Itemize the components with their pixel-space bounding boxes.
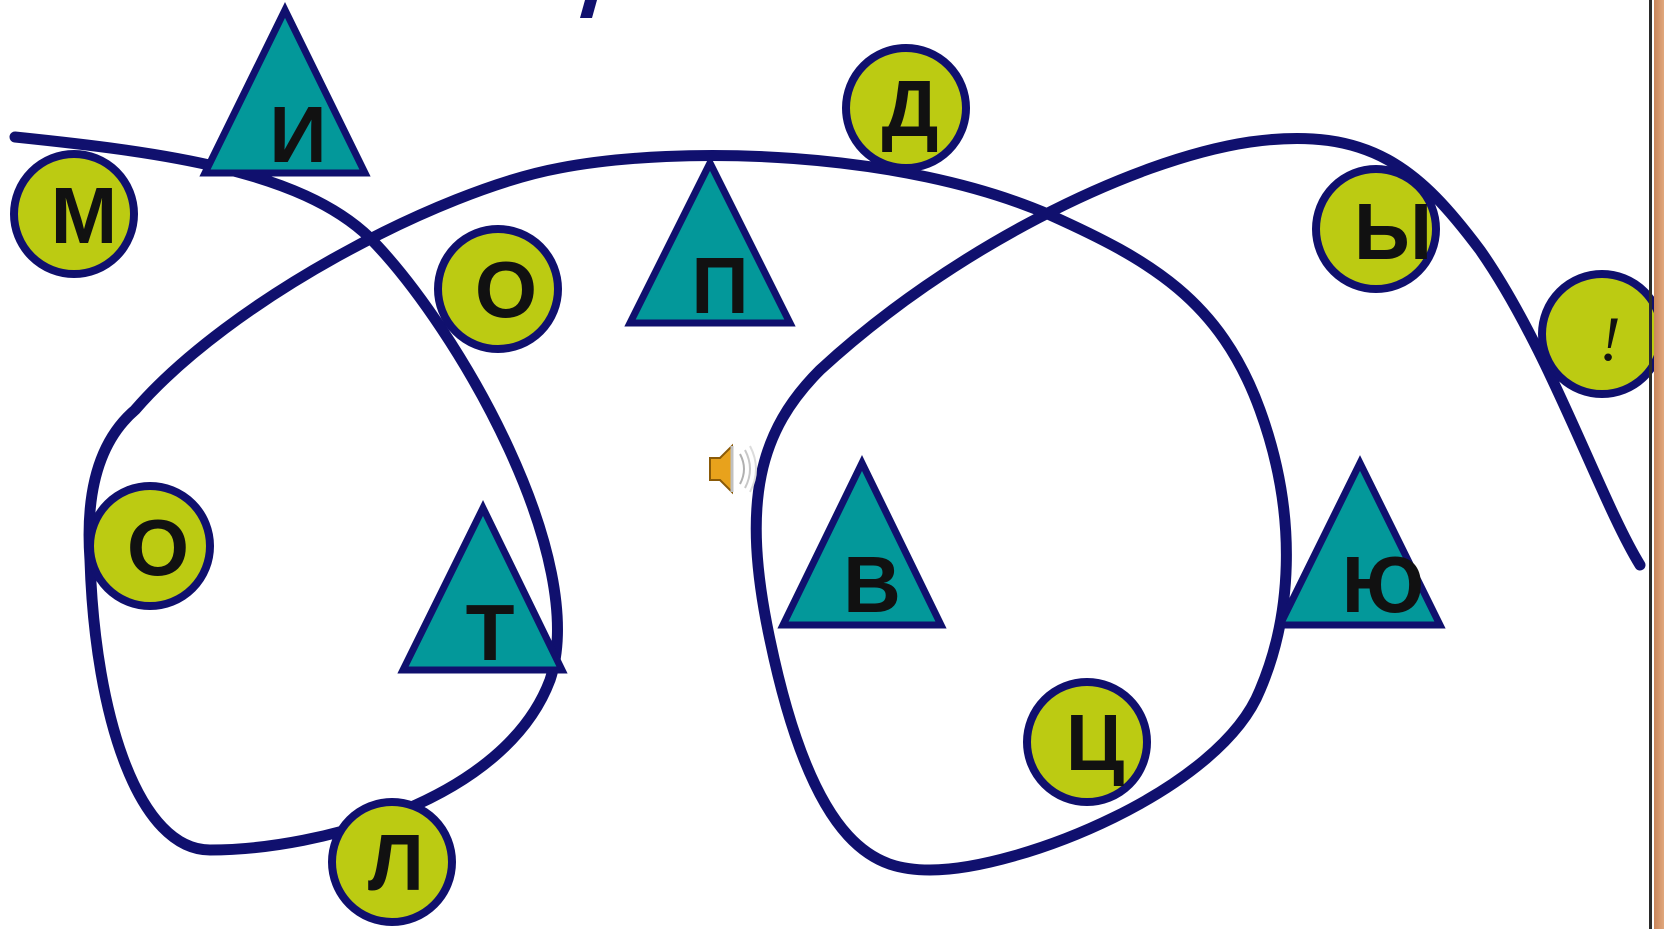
- circle-o-left: О: [86, 482, 214, 610]
- circle-ts: Ц: [1023, 678, 1151, 806]
- letter-v: В: [843, 540, 901, 629]
- winding-line: [9, 131, 1646, 876]
- letter-o-top: О: [475, 245, 537, 334]
- circle-l: Л: [328, 798, 456, 926]
- triangle-t: Т: [397, 500, 568, 677]
- speaker-icon[interactable]: [709, 443, 757, 495]
- letter-l: Л: [368, 818, 424, 907]
- letter-t: Т: [466, 588, 515, 677]
- letter-exclamation: !: [1599, 303, 1620, 374]
- circle-y: Ы: [1312, 165, 1440, 293]
- letter-i: И: [269, 90, 327, 179]
- letter-m: М: [51, 171, 118, 260]
- letter-p: П: [691, 241, 749, 330]
- triangle-p: П: [624, 155, 796, 330]
- top-mark: [580, 0, 597, 18]
- slide-edge-line: [1649, 0, 1652, 929]
- circle-o-top: О: [434, 225, 562, 353]
- slide-edge-strip: [1654, 0, 1664, 929]
- triangle-v: В: [777, 455, 947, 629]
- letter-ts: Ц: [1066, 698, 1124, 787]
- triangle-yu: Ю: [1274, 455, 1446, 629]
- triangle-i: И: [199, 2, 371, 179]
- letter-d: Д: [882, 64, 939, 153]
- circle-m: М: [10, 150, 138, 278]
- letter-yu: Ю: [1342, 540, 1425, 629]
- circle-d: Д: [842, 44, 970, 172]
- letter-o-left: О: [127, 503, 189, 592]
- letter-y: Ы: [1354, 187, 1432, 276]
- circle-exclamation: !: [1538, 270, 1664, 398]
